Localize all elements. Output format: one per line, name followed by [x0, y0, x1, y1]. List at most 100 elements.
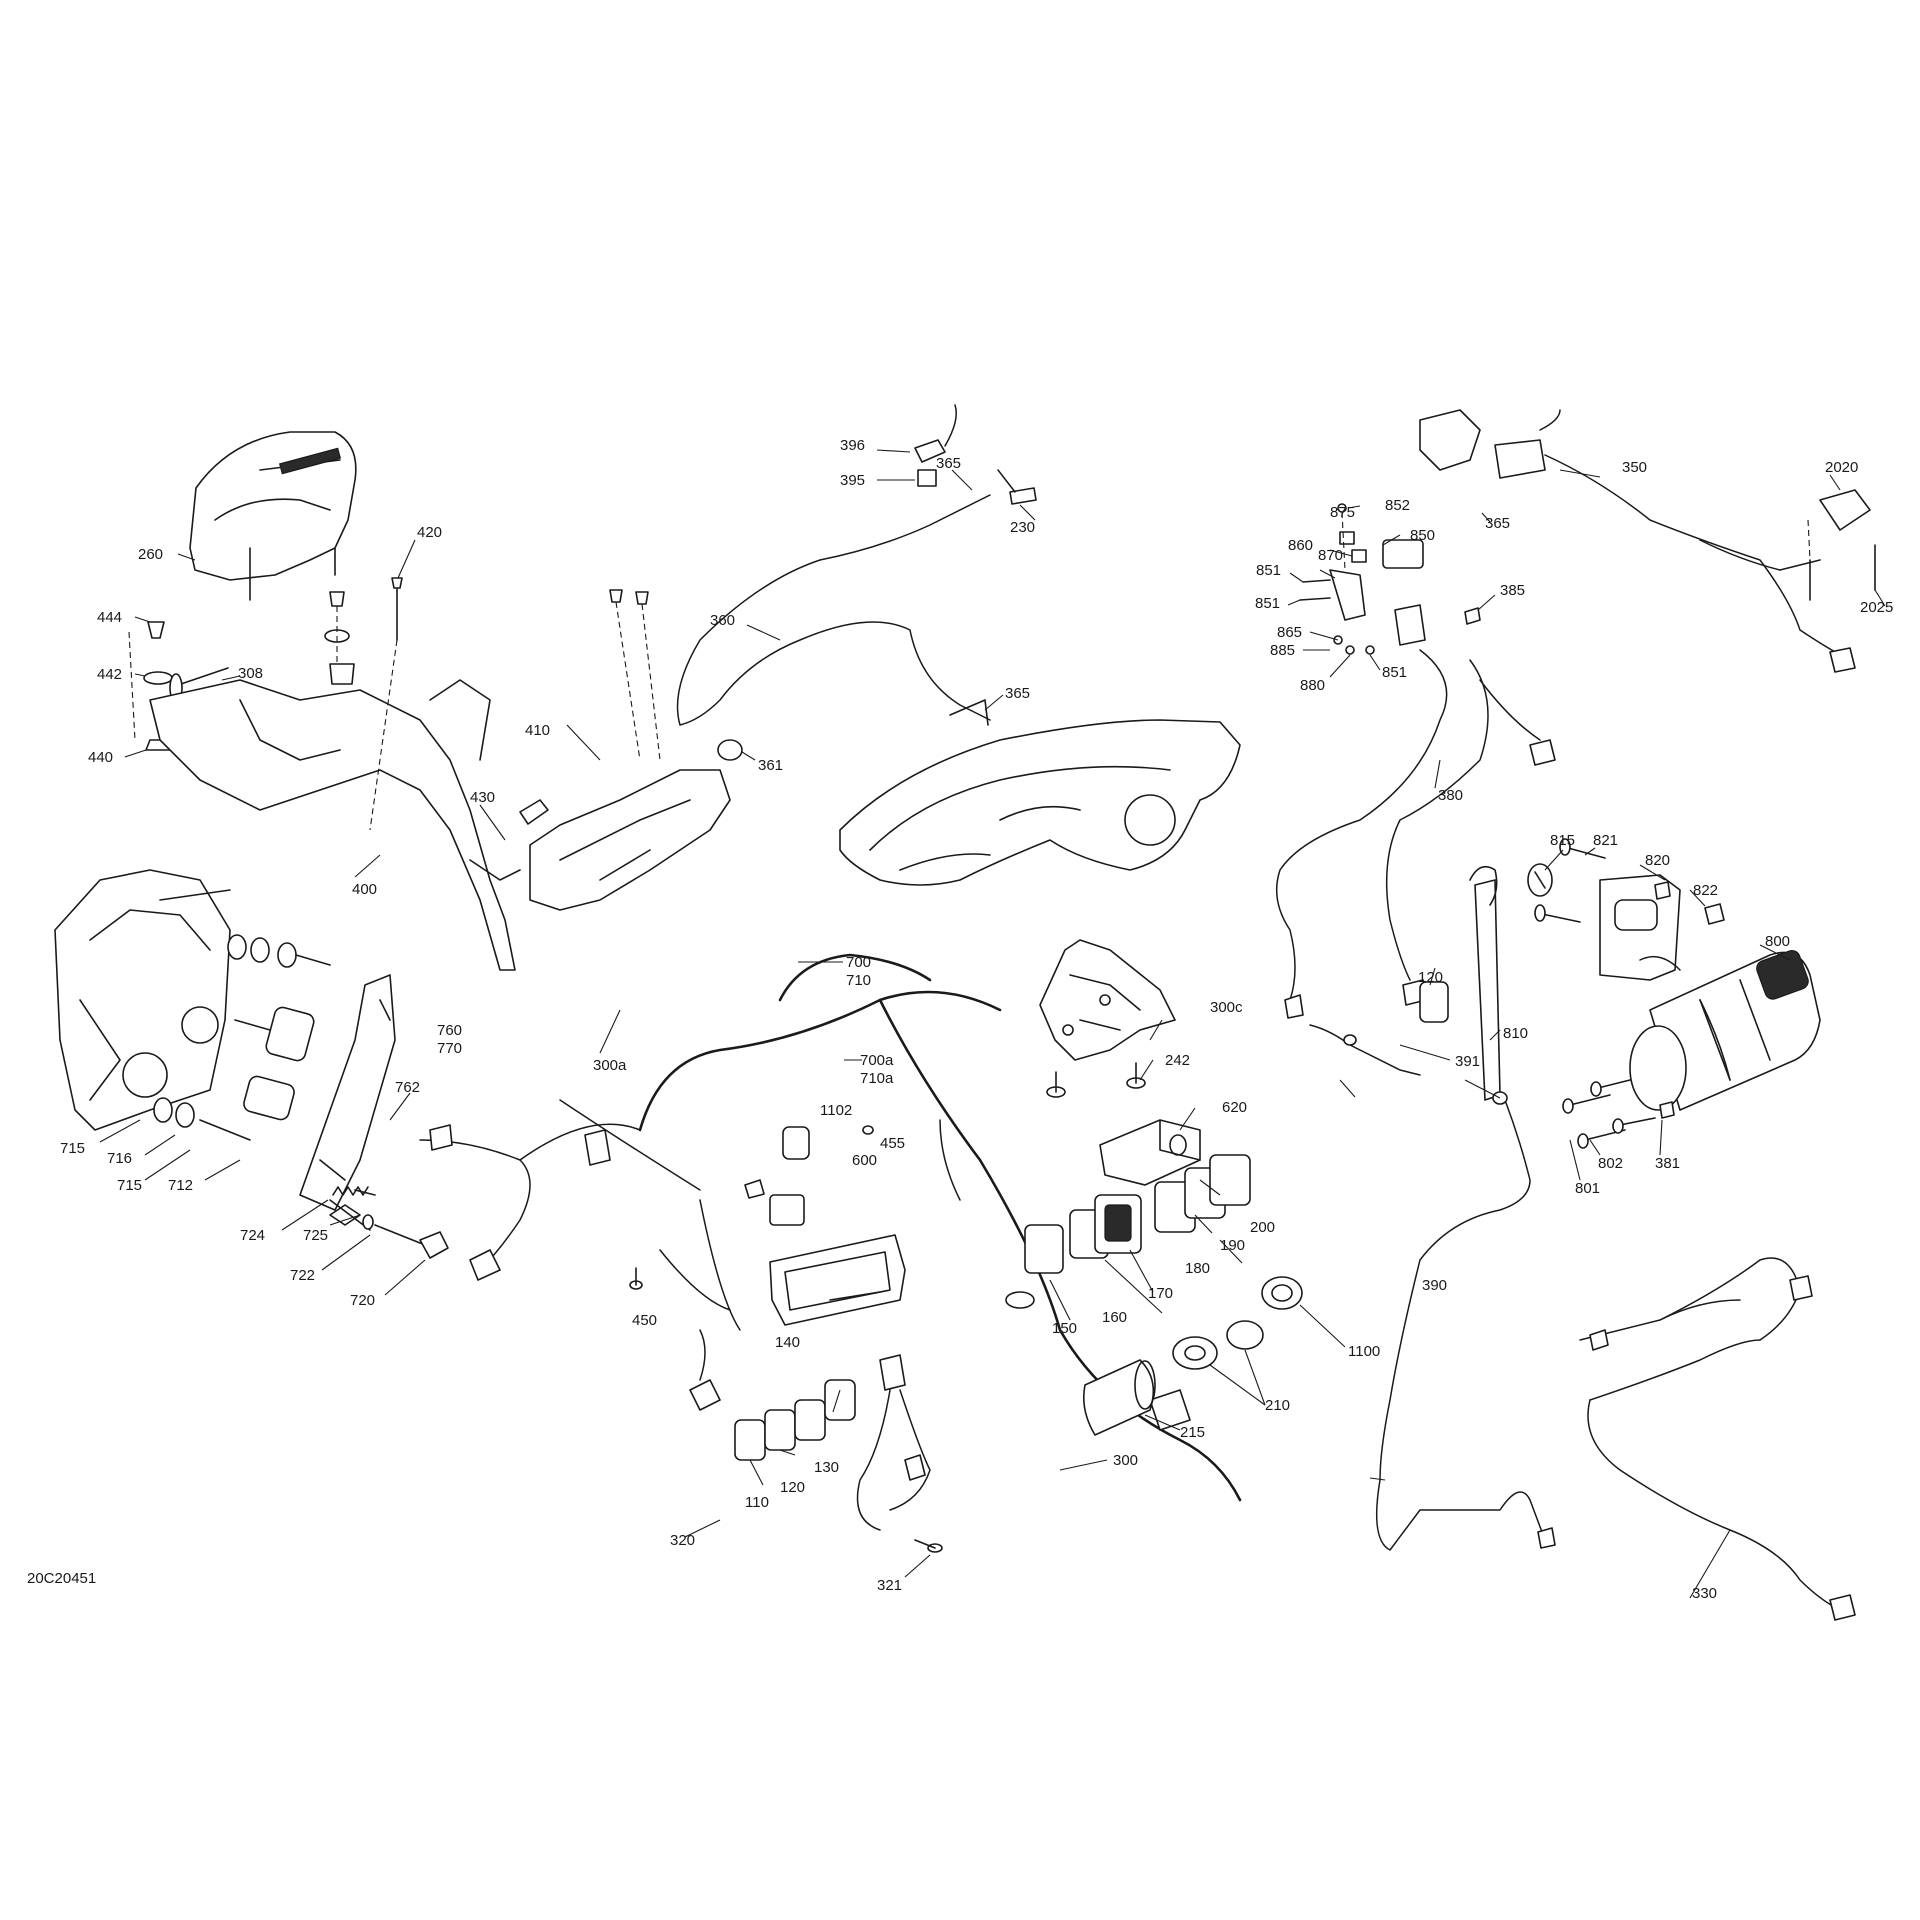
- long-wire-360-part: [676, 559, 991, 761]
- callout-715-b: 715: [117, 1177, 142, 1194]
- callout-710: 710: [846, 972, 871, 989]
- winch-switch-part: [1419, 863, 1553, 1101]
- callout-365-a: 365: [936, 455, 961, 472]
- callout-300: 300: [1113, 1452, 1138, 1469]
- diagram-reference-code: 20C20451: [27, 1570, 96, 1587]
- callout-2025: 2025: [1860, 599, 1893, 616]
- callout-851-b: 851: [1255, 595, 1280, 612]
- callout-321: 321: [877, 1577, 902, 1594]
- callout-880: 880: [1300, 677, 1325, 694]
- callout-365-c: 365: [1485, 515, 1510, 532]
- callout-170: 170: [1148, 1285, 1173, 1302]
- winch-part: [1629, 949, 1821, 1111]
- callout-850: 850: [1410, 527, 1435, 544]
- bracket-plate-300c-part: [1039, 939, 1176, 1061]
- callout-800: 800: [1765, 933, 1790, 950]
- winch-cable-part: [1309, 1024, 1556, 1551]
- callout-380: 380: [1438, 787, 1463, 804]
- callout-110: 110: [745, 1494, 769, 1511]
- callout-802: 802: [1598, 1155, 1623, 1172]
- module-620-part: [1099, 1119, 1201, 1186]
- upper-harness-part: [819, 404, 1037, 561]
- callout-190: 190: [1220, 1237, 1245, 1254]
- callout-851-a: 851: [1256, 562, 1281, 579]
- callout-700a: 700a: [860, 1052, 894, 1069]
- callout-455: 455: [880, 1135, 905, 1152]
- callout-330: 330: [1692, 1585, 1717, 1602]
- callout-762: 762: [395, 1079, 420, 1096]
- top-cover-part: [189, 431, 357, 601]
- main-harness-part: [559, 953, 1242, 1502]
- callout-410: 410: [525, 722, 550, 739]
- bolt-450-part: [629, 1267, 643, 1290]
- callout-820: 820: [1645, 852, 1670, 869]
- callout-300a: 300a: [593, 1057, 627, 1074]
- callout-865: 865: [1277, 624, 1302, 641]
- gauge-cluster-part: [769, 1234, 906, 1326]
- callout-350: 350: [1622, 459, 1647, 476]
- callout-725: 725: [303, 1227, 328, 1244]
- callout-716: 716: [107, 1150, 132, 1167]
- dash-frame-part: [839, 719, 1241, 886]
- callout-885: 885: [1270, 642, 1295, 659]
- callout-260: 260: [138, 546, 163, 563]
- callout-440: 440: [88, 749, 113, 766]
- callout-395: 395: [840, 472, 865, 489]
- callout-396: 396: [840, 437, 865, 454]
- callout-801: 801: [1575, 1180, 1600, 1197]
- switches-150-200-part: [1024, 1154, 1251, 1274]
- callout-180: 180: [1185, 1260, 1210, 1277]
- headlight-mount-bar-part: [299, 974, 396, 1231]
- connectors-1102-part: [744, 1125, 874, 1226]
- adjuster-part: [332, 1186, 449, 1259]
- callout-360: 360: [710, 612, 735, 629]
- callout-130: 130: [814, 1459, 839, 1476]
- console-panel-part: [519, 589, 731, 911]
- callout-381: 381: [1655, 1155, 1680, 1172]
- harness-380-part: [1275, 649, 1556, 1019]
- switches-110-140-part: [689, 1329, 856, 1461]
- callout-770: 770: [437, 1040, 462, 1057]
- callout-391: 391: [1455, 1053, 1480, 1070]
- callout-810: 810: [1503, 1025, 1528, 1042]
- callout-875: 875: [1330, 504, 1355, 521]
- callout-210: 210: [1265, 1397, 1290, 1414]
- harness-320-part: [856, 1354, 943, 1553]
- callout-320: 320: [670, 1532, 695, 1549]
- callout-821: 821: [1593, 832, 1618, 849]
- callout-120-b: 120: [1418, 969, 1443, 986]
- callout-442: 442: [97, 666, 122, 683]
- callout-860: 860: [1288, 537, 1313, 554]
- left-harness-branch-part: [419, 1123, 641, 1281]
- left-headlight-housing-part: [54, 869, 231, 1131]
- mounting-bracket-part: [149, 679, 521, 971]
- callout-450: 450: [632, 1312, 657, 1329]
- callout-361: 361: [758, 757, 783, 774]
- callout-2020: 2020: [1825, 459, 1858, 476]
- callout-labels: 396 395 365 230 360 365 361 410 430 420 …: [60, 437, 1893, 1602]
- part-artwork: [54, 404, 1876, 1621]
- fairlead-part: [1534, 838, 1725, 981]
- relay-cluster-part: [1299, 503, 1481, 655]
- callout-600: 600: [852, 1152, 877, 1169]
- callout-215: 215: [1180, 1424, 1205, 1441]
- headlight-hardware-part: [153, 934, 331, 1141]
- harness-330-part: [1579, 1257, 1856, 1621]
- callout-815: 815: [1550, 832, 1575, 849]
- callout-724: 724: [240, 1227, 265, 1244]
- callout-851-c: 851: [1382, 664, 1407, 681]
- callout-430: 430: [470, 789, 495, 806]
- callout-300c: 300c: [1210, 999, 1243, 1016]
- callout-822: 822: [1693, 882, 1718, 899]
- callout-852: 852: [1385, 497, 1410, 514]
- callout-715-a: 715: [60, 1140, 85, 1157]
- winch-bolts-part: [1562, 1079, 1675, 1149]
- callout-200: 200: [1250, 1219, 1275, 1236]
- callout-160: 160: [1102, 1309, 1127, 1326]
- callout-760: 760: [437, 1022, 462, 1039]
- callout-420: 420: [417, 524, 442, 541]
- callout-390: 390: [1422, 1277, 1447, 1294]
- callout-620: 620: [1222, 1099, 1247, 1116]
- callout-400: 400: [352, 881, 377, 898]
